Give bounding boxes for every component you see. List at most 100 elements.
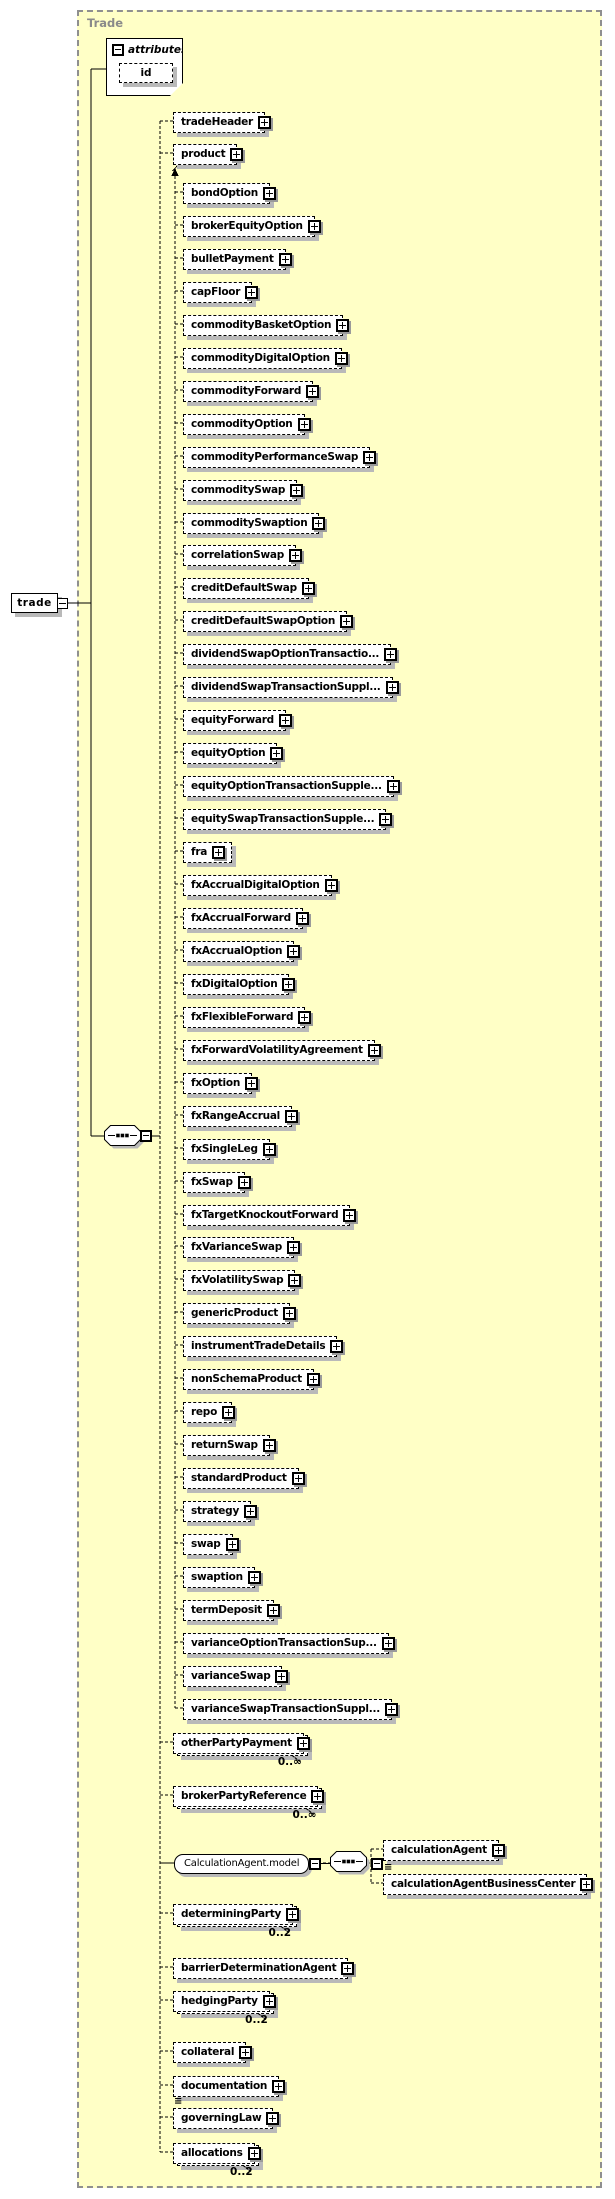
expand-icon[interactable]	[336, 318, 350, 332]
expand-icon[interactable]	[247, 1571, 261, 1585]
element-returnswap[interactable]: returnSwap	[183, 1433, 276, 1457]
element-repo[interactable]: repo	[183, 1400, 236, 1424]
expand-icon[interactable]	[266, 1603, 280, 1617]
element-trade[interactable]: trade	[11, 593, 68, 613]
element-collateral[interactable]: collateral	[173, 2040, 253, 2063]
element-varianceswap[interactable]: varianceSwap	[183, 1664, 289, 1687]
expand-icon[interactable]	[266, 2112, 280, 2125]
element-genericproduct[interactable]: genericProduct	[183, 1301, 297, 1325]
element-commodityswap[interactable]: commoditySwap	[183, 478, 304, 501]
expand-icon[interactable]	[230, 148, 244, 161]
element-commodityforward[interactable]: commodityForward	[183, 379, 320, 402]
element-fxrangeaccrual[interactable]: fxRangeAccrual	[183, 1104, 299, 1127]
element-creditdefaultswap[interactable]: creditDefaultSwap	[183, 576, 315, 600]
expand-icon[interactable]	[245, 285, 259, 299]
element-fxaccrualoption[interactable]: fxAccrualOption	[183, 939, 301, 962]
expand-icon[interactable]	[343, 1208, 357, 1222]
expand-icon[interactable]	[381, 1636, 395, 1650]
expand-icon[interactable]	[222, 1406, 236, 1420]
element-commodityswaption[interactable]: commoditySwaption	[183, 511, 326, 534]
model-group-calculationagent-model[interactable]: CalculationAgent.model	[174, 1850, 384, 1874]
element-creditdefaultswapoption[interactable]: creditDefaultSwapOption	[183, 609, 354, 633]
element-varianceswaptransactionsuppl[interactable]: varianceSwapTransactionSuppl...	[183, 1697, 398, 1720]
element-fxswap[interactable]: fxSwap	[183, 1170, 251, 1193]
expand-icon[interactable]	[298, 1010, 312, 1024]
element-dividendswaptransactionsuppl[interactable]: dividendSwapTransactionSuppl...	[183, 675, 399, 699]
collapse-icon[interactable]	[112, 44, 124, 56]
expand-icon[interactable]	[247, 2147, 261, 2160]
expand-icon[interactable]	[283, 1307, 297, 1321]
expand-icon[interactable]	[282, 977, 296, 991]
expand-icon[interactable]	[324, 879, 338, 892]
expand-icon[interactable]	[225, 1538, 239, 1552]
expand-icon[interactable]	[237, 1175, 251, 1189]
element-fra[interactable]: fra	[183, 840, 232, 864]
expand-icon[interactable]	[307, 219, 321, 233]
element-fxflexibleforward[interactable]: fxFlexibleForward	[183, 1005, 312, 1028]
element-commoditybasketoption[interactable]: commodityBasketOption	[183, 313, 350, 336]
expand-icon[interactable]	[334, 351, 348, 365]
element-strategy[interactable]: strategy	[183, 1499, 258, 1523]
expand-icon[interactable]	[278, 714, 292, 728]
element-bulletpayment[interactable]: bulletPayment	[183, 247, 292, 270]
expand-icon[interactable]	[384, 648, 398, 662]
expand-icon[interactable]	[385, 681, 399, 695]
expand-icon[interactable]	[296, 1737, 310, 1750]
expand-icon[interactable]	[257, 116, 271, 129]
element-fxvarianceswap[interactable]: fxVarianceSwap	[183, 1235, 301, 1259]
element-fxtargetknockoutforward[interactable]: fxTargetKnockoutForward	[183, 1203, 357, 1226]
element-bondoption[interactable]: bondOption	[183, 181, 276, 204]
expand-icon[interactable]	[286, 1908, 300, 1921]
expand-icon[interactable]	[291, 1472, 305, 1486]
expand-icon[interactable]	[275, 1669, 289, 1683]
element-capfloor[interactable]: capFloor	[183, 280, 259, 303]
element-equityswaptransactionsupple[interactable]: equitySwapTransactionSupple...	[183, 807, 393, 831]
element-fxforwardvolatilityagreement[interactable]: fxForwardVolatilityAgreement	[183, 1038, 381, 1061]
attribute-id[interactable]: id	[119, 63, 173, 83]
element-termdeposit[interactable]: termDeposit	[183, 1598, 280, 1621]
element-equityforward[interactable]: equityForward	[183, 708, 292, 732]
expand-icon[interactable]	[580, 1878, 594, 1891]
element-fxdigitaloption[interactable]: fxDigitalOption	[183, 972, 296, 995]
expand-icon[interactable]	[288, 1274, 302, 1288]
element-fxoption[interactable]: fxOption	[183, 1071, 259, 1094]
expand-icon[interactable]	[379, 813, 393, 827]
expand-icon[interactable]	[367, 1043, 381, 1057]
expand-icon[interactable]	[306, 1373, 320, 1387]
element-commodityperformanceswap[interactable]: commodityPerformanceSwap	[183, 445, 377, 468]
element-tradeheader[interactable]: tradeHeader	[173, 110, 271, 133]
element-product[interactable]: product	[173, 142, 244, 165]
element-correlationswap[interactable]: correlationSwap	[183, 543, 303, 567]
element-calculationagentbusinesscenter[interactable]: calculationAgentBusinessCenter≡	[383, 1863, 594, 1895]
element-fxvolatilityswap[interactable]: fxVolatilitySwap	[183, 1268, 302, 1292]
expand-icon[interactable]	[297, 417, 311, 431]
element-fxsingleleg[interactable]: fxSingleLeg	[183, 1137, 276, 1160]
expand-icon[interactable]	[285, 1109, 299, 1123]
expand-icon[interactable]	[245, 1076, 259, 1090]
expand-icon[interactable]	[278, 252, 292, 266]
element-swaption[interactable]: swaption	[183, 1565, 261, 1589]
collapse-icon[interactable]	[309, 1857, 322, 1870]
collapse-icon[interactable]	[57, 597, 68, 609]
expand-icon[interactable]	[491, 1844, 505, 1857]
expand-icon[interactable]	[262, 187, 276, 200]
element-equityoption[interactable]: equityOption	[183, 741, 284, 765]
element-varianceoptiontransactionsup[interactable]: varianceOptionTransactionSup...	[183, 1631, 395, 1654]
element-calculationagent[interactable]: calculationAgent	[383, 1838, 505, 1861]
element-instrumenttradedetails[interactable]: instrumentTradeDetails	[183, 1334, 344, 1358]
expand-icon[interactable]	[301, 582, 315, 596]
expand-icon[interactable]	[295, 911, 309, 925]
element-commoditydigitaloption[interactable]: commodityDigitalOption	[183, 346, 348, 369]
element-commodityoption[interactable]: commodityOption	[183, 412, 311, 435]
expand-icon[interactable]	[306, 384, 320, 398]
expand-icon[interactable]	[239, 2046, 253, 2059]
collapse-icon[interactable]	[371, 1857, 384, 1870]
expand-icon[interactable]	[289, 549, 303, 563]
expand-icon[interactable]	[363, 450, 377, 464]
element-swap[interactable]: swap	[183, 1532, 239, 1556]
element-barrierdeterminationagent[interactable]: barrierDeterminationAgent	[173, 1956, 355, 1979]
